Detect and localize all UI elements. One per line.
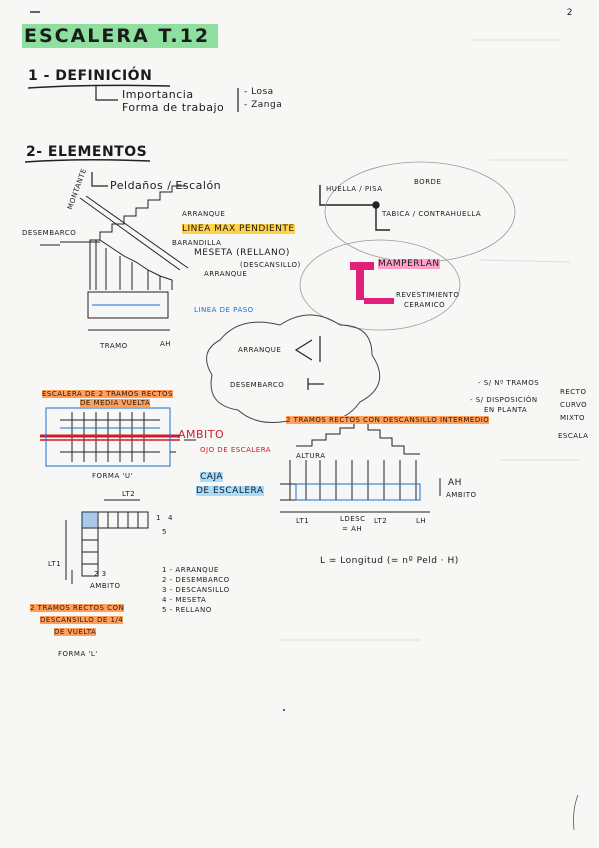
ambito-right-label: AMBITO	[446, 491, 477, 499]
de-escalera-label: DE ESCALERA	[196, 486, 264, 496]
lt1-side-label: LT1	[48, 560, 62, 568]
ceramico-label: CERAMICO	[404, 301, 446, 309]
legend-item-1: 1 - ARRANQUE	[162, 566, 219, 574]
classification-en-planta: EN PLANTA	[484, 406, 528, 414]
forma-l-label: FORMA 'L'	[58, 650, 98, 658]
num-4-label: 4	[168, 514, 173, 522]
lh-label: LH	[416, 517, 427, 525]
huella-pisa-label: HUELLA / PISA	[326, 185, 383, 193]
mamperlan-label: MAMPERLAN	[378, 259, 440, 269]
l-text-3: DE VUELTA	[54, 628, 97, 636]
legend-item-4: 4 - MESETA	[162, 596, 207, 604]
lt2-label: LT2	[374, 517, 388, 525]
descansillo-label: (DESCANSILLO)	[240, 261, 301, 269]
dos-tramos-label: 2 TRAMOS RECTOS CON DESCANSILLO INTERMED…	[286, 416, 490, 424]
ah-label: AH	[160, 340, 172, 348]
lt2-top-label: LT2	[122, 490, 136, 498]
l-text-2: DESCANSILLO DE 1/4	[40, 616, 124, 624]
lt1-label: LT1	[296, 517, 310, 525]
legend-item-2: 2 - DESEMBARCO	[162, 576, 230, 584]
l-text-line-1: 2 TRAMOS RECTOS CON	[30, 604, 125, 612]
l-text-1: 2 TRAMOS RECTOS CON	[30, 604, 125, 612]
corner-circle-icon: 2	[566, 8, 573, 18]
num-5-label: 5	[162, 528, 167, 536]
l-text-line-2: DESCANSILLO DE 1/4	[40, 616, 124, 624]
barandilla-label: BARANDILLA	[172, 239, 222, 247]
ambito-bottom-label: AMBITO	[90, 582, 121, 590]
tramo-label: TRAMO	[100, 342, 128, 350]
formula-text: L = Longitud (= nº Peld · H)	[320, 556, 459, 566]
type-mixto: MIXTO	[560, 414, 586, 422]
classification-tramos: - S/ Nº TRAMOS	[478, 379, 540, 387]
linea-max-pendiente-label: LINEA MAX PENDIENTE	[182, 224, 295, 234]
type-recto: RECTO	[560, 388, 587, 396]
arranque-mid-label: ARRANQUE	[204, 270, 248, 278]
section-1-heading: 1 - DEFINICIÓN	[28, 68, 153, 84]
legend-item-5: 5 - RELLANO	[162, 606, 212, 614]
borde-label: BORDE	[414, 178, 442, 186]
num-1-label: 1	[156, 514, 161, 522]
page-title: ESCALERA T.12	[22, 24, 219, 48]
forma-u-label: FORMA 'U'	[92, 472, 133, 480]
section-2-heading: 2- ELEMENTOS	[26, 144, 148, 160]
ldesc-label: LDESC	[340, 515, 366, 523]
altura-label: ALTURA	[296, 452, 326, 460]
work-form-text: Forma de trabajo	[122, 101, 225, 114]
media-vuelta-label: DE MEDIA VUELTA	[80, 399, 151, 407]
option-zanga: - Zanga	[244, 100, 283, 110]
l-text-line-3: DE VUELTA	[54, 628, 97, 636]
meseta-label: MESETA (RELLANO)	[194, 248, 290, 258]
tabica-label: TABICA / CONTRAHUELLA	[382, 210, 482, 218]
peldanos-label: Peldaños / Escalón	[110, 179, 222, 192]
desembarco-label: DESEMBARCO	[22, 229, 77, 237]
escala-label: ESCALA	[558, 432, 589, 440]
importance-text: Importancia	[122, 88, 194, 101]
ambito-label: AMBITO	[178, 428, 225, 441]
classification-disposicion: - S/ DISPOSICIÓN	[470, 396, 538, 404]
cloud-arranque-label: ARRANQUE	[238, 346, 282, 354]
ah-right-label: AH	[448, 478, 462, 488]
escalera-tramos-label: ESCALERA DE 2 TRAMOS RECTOS	[42, 390, 173, 398]
type-curvo: CURVO	[560, 401, 588, 409]
legend-item-3: 3 - DESCANSILLO	[162, 586, 230, 594]
arranque-top-label: ARRANQUE	[182, 210, 226, 218]
linea-paso-label: LINEA DE PASO	[194, 306, 254, 314]
option-losa: - Losa	[244, 87, 274, 97]
num-23-label: 2 3	[94, 570, 107, 578]
revestimiento-label: REVESTIMIENTO	[396, 291, 460, 299]
cloud-desembarco-label: DESEMBARCO	[230, 381, 285, 389]
page-corner-mark: 2	[567, 8, 573, 18]
ojo-label: OJO DE ESCALERA	[200, 446, 272, 454]
caja-label: CAJA	[200, 472, 224, 482]
eq-ah-label: = AH	[342, 525, 363, 533]
